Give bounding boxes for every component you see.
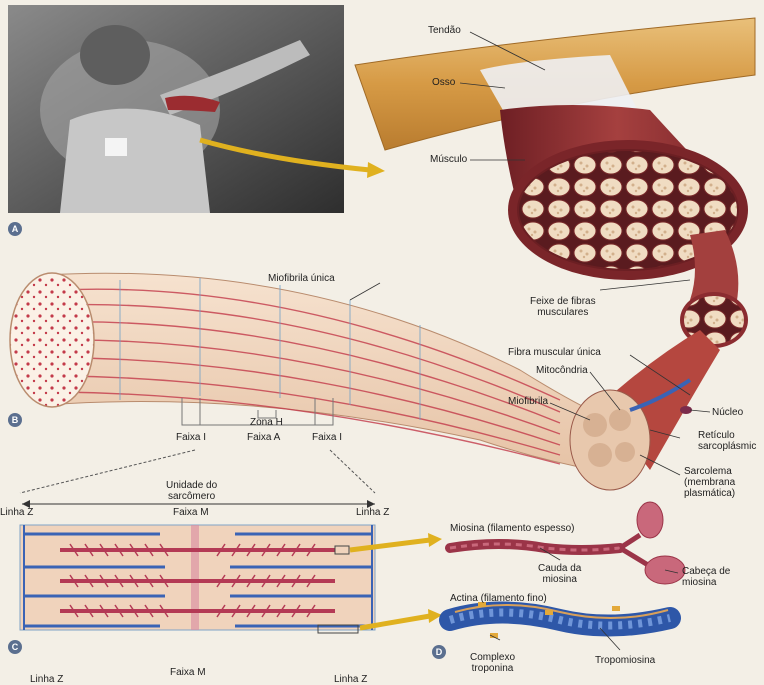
label-zona-h: Zona H	[250, 417, 283, 428]
label-linha-z-left: Linha Z	[0, 507, 33, 518]
label-faixa-i-left: Faixa I	[176, 432, 206, 443]
panel-d-badge: D	[432, 645, 446, 659]
label-faixa-m-top: Faixa M	[173, 507, 209, 518]
label-miofibrila-unica: Miofibrila única	[268, 273, 335, 284]
label-cauda-miosina: Cauda da miosina	[538, 563, 581, 585]
label-mitocondria: Mitocôndria	[536, 365, 588, 376]
label-feixe-fibras: Feixe de fibras musculares	[530, 296, 596, 318]
label-cabeca-miosina: Cabeça de miosina	[682, 566, 730, 588]
label-tropomiosina: Tropomiosina	[595, 655, 655, 666]
label-linha-z-bottom-left: Linha Z	[30, 674, 63, 685]
label-sarcolema: Sarcolema (membrana plasmática)	[684, 466, 735, 499]
label-complexo-troponina: Complexo troponina	[470, 652, 515, 674]
athlete-photo	[8, 5, 344, 213]
panel-c-badge: C	[8, 640, 22, 654]
panel-a-badge: A	[8, 222, 22, 236]
label-faixa-i-right: Faixa I	[312, 432, 342, 443]
label-musculo: Músculo	[430, 154, 467, 165]
label-faixa-m-bottom: Faixa M	[170, 667, 206, 678]
label-miofibrila: Miofibrila	[508, 396, 548, 407]
label-faixa-a: Faixa A	[247, 432, 280, 443]
actin-filament	[450, 602, 670, 638]
label-linha-z-bottom-right: Linha Z	[334, 674, 367, 685]
panel-b-badge: B	[8, 413, 22, 427]
label-fibra-muscular-unica: Fibra muscular única	[508, 347, 601, 358]
label-tendao: Tendão	[428, 25, 461, 36]
label-unidade-sarcomero: Unidade do sarcômero	[166, 480, 217, 502]
label-osso: Osso	[432, 77, 455, 88]
label-nucleo: Núcleo	[712, 407, 743, 418]
label-miosina: Miosina (filamento espesso)	[450, 523, 575, 534]
label-reticulo: Retículo sarcoplásmic	[698, 430, 756, 452]
label-actina: Actina (filamento fino)	[450, 593, 547, 604]
label-linha-z-right: Linha Z	[356, 507, 389, 518]
